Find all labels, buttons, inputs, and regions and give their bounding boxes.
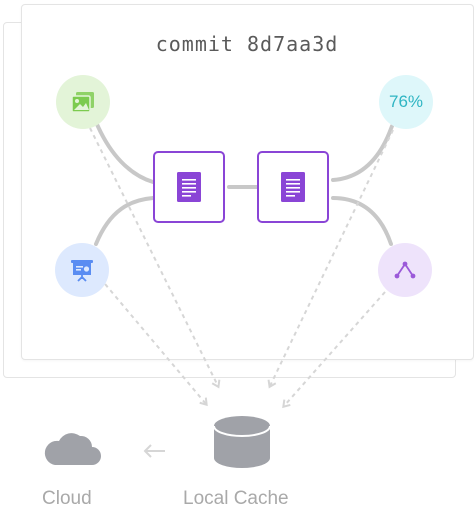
- slides-node: [55, 243, 109, 297]
- commit-title: commit 8d7aa3d: [155, 32, 339, 56]
- connector-percent-doc: [331, 124, 394, 182]
- dashed-image-to-cache: [89, 127, 221, 389]
- database-icon: [213, 416, 271, 468]
- cloud-label: Cloud: [42, 488, 92, 509]
- cloud-icon: [44, 433, 101, 465]
- document-box: [257, 151, 329, 223]
- document-icon: [177, 172, 201, 202]
- dashed-graph-to-cache: [282, 291, 386, 409]
- presentation-icon: [71, 260, 93, 282]
- graph-node: [378, 243, 432, 297]
- connector-slides-doc: [94, 196, 155, 246]
- graph-icon: [394, 261, 416, 279]
- image-icon: [71, 92, 94, 113]
- connector-graph-doc: [331, 196, 393, 246]
- local-cache-label: Local Cache: [183, 488, 289, 509]
- connector-image-doc: [94, 120, 155, 184]
- percent-value: 76%: [388, 92, 424, 111]
- commit-card: [21, 4, 474, 360]
- document-icon: [281, 172, 305, 202]
- dashed-slides-to-cache: [99, 277, 208, 407]
- percent-node: 76%: [379, 75, 433, 129]
- image-node: [56, 75, 110, 129]
- cache-to-cloud-arrow: [143, 444, 165, 458]
- document-box: [153, 151, 225, 223]
